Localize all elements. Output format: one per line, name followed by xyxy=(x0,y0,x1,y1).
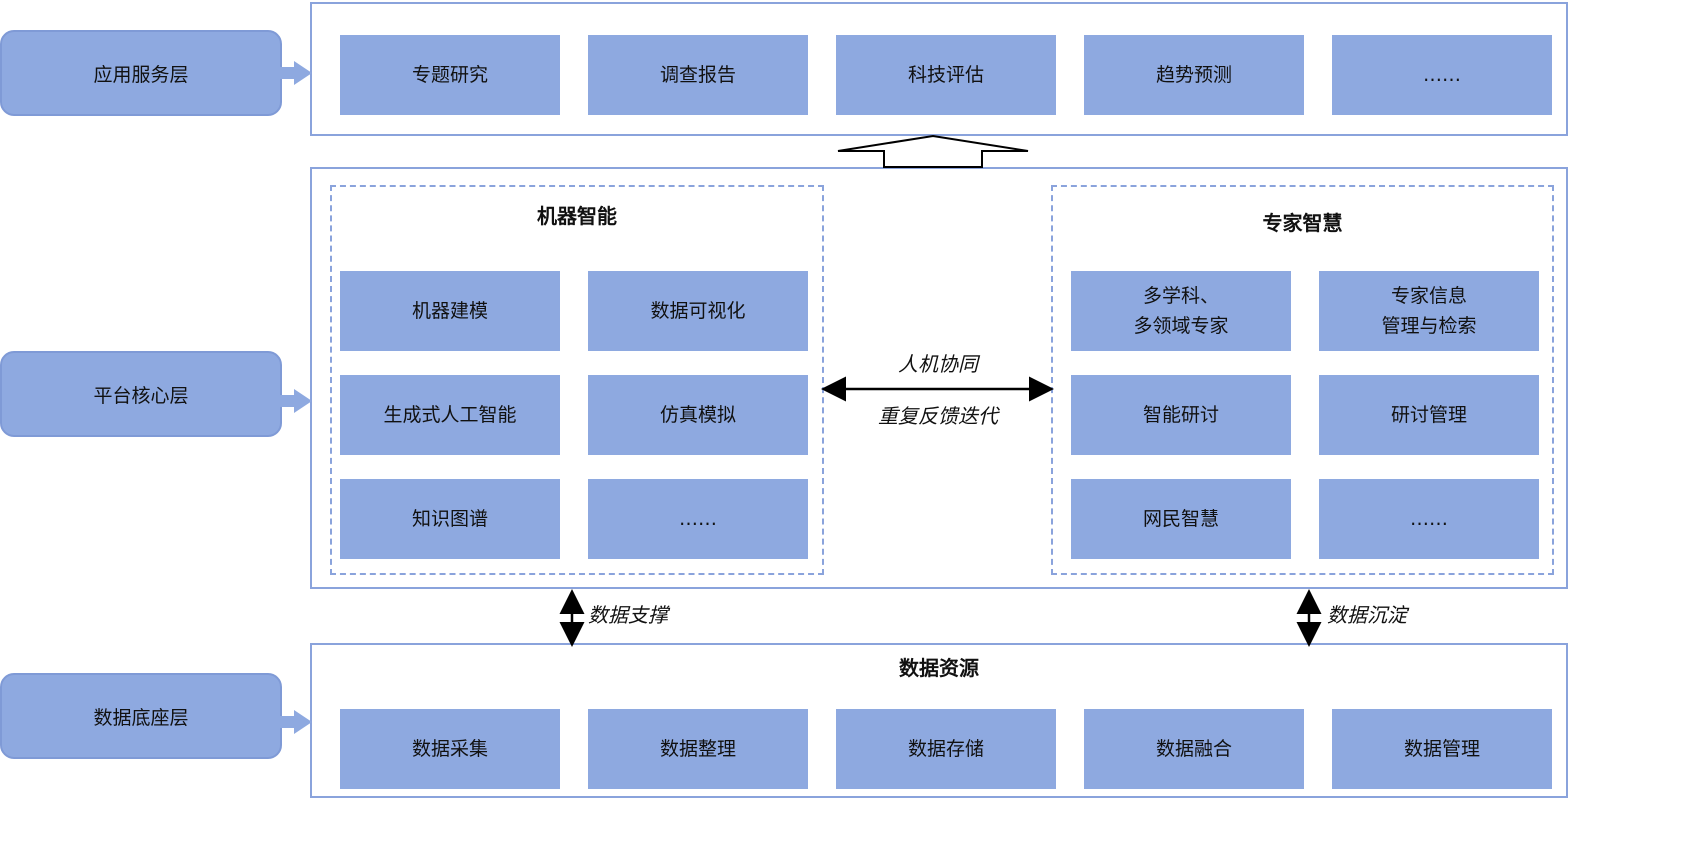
data-item-2: 数据整理 xyxy=(588,709,808,789)
app-item-2: 调查报告 xyxy=(588,35,808,115)
machine-item-3: 生成式人工智能 xyxy=(340,375,560,455)
expert-item-1: 多学科、 多领域专家 xyxy=(1071,271,1291,351)
app-item-3: 科技评估 xyxy=(836,35,1056,115)
layer-platform: 平台核心层 xyxy=(0,351,282,437)
expert-item-5: 网民智慧 xyxy=(1071,479,1291,559)
machine-item-6: …… xyxy=(588,479,808,559)
arrow-application xyxy=(262,61,312,85)
app-item-1: 专题研究 xyxy=(340,35,560,115)
layer-data: 数据底座层 xyxy=(0,673,282,759)
arrow-platform xyxy=(262,389,312,413)
data-deposit-label: 数据沉淀 xyxy=(1327,603,1407,627)
data-resources-title: 数据资源 xyxy=(899,656,979,680)
data-item-1: 数据采集 xyxy=(340,709,560,789)
machine-item-2: 数据可视化 xyxy=(588,271,808,351)
arrow-data xyxy=(262,710,312,734)
data-item-4: 数据融合 xyxy=(1084,709,1304,789)
machine-item-5: 知识图谱 xyxy=(340,479,560,559)
data-support-label: 数据支撑 xyxy=(588,603,668,627)
app-item-4: 趋势预测 xyxy=(1084,35,1304,115)
machine-item-1: 机器建模 xyxy=(340,271,560,351)
expert-item-6: …… xyxy=(1319,479,1539,559)
expert-wisdom-title: 专家智慧 xyxy=(1262,211,1343,235)
machine-item-4: 仿真模拟 xyxy=(588,375,808,455)
expert-item-4: 研讨管理 xyxy=(1319,375,1539,455)
collaboration-top-label: 人机协同 xyxy=(898,352,978,376)
expert-item-2: 专家信息 管理与检索 xyxy=(1319,271,1539,351)
data-item-3: 数据存储 xyxy=(836,709,1056,789)
layer-application: 应用服务层 xyxy=(0,30,282,116)
machine-intelligence-title: 机器智能 xyxy=(537,204,617,228)
data-item-5: 数据管理 xyxy=(1332,709,1552,789)
collaboration-bottom-label: 重复反馈迭代 xyxy=(878,404,998,428)
app-item-5: …… xyxy=(1332,35,1552,115)
arrow-up-to-application xyxy=(837,134,1029,168)
expert-item-3: 智能研讨 xyxy=(1071,375,1291,455)
